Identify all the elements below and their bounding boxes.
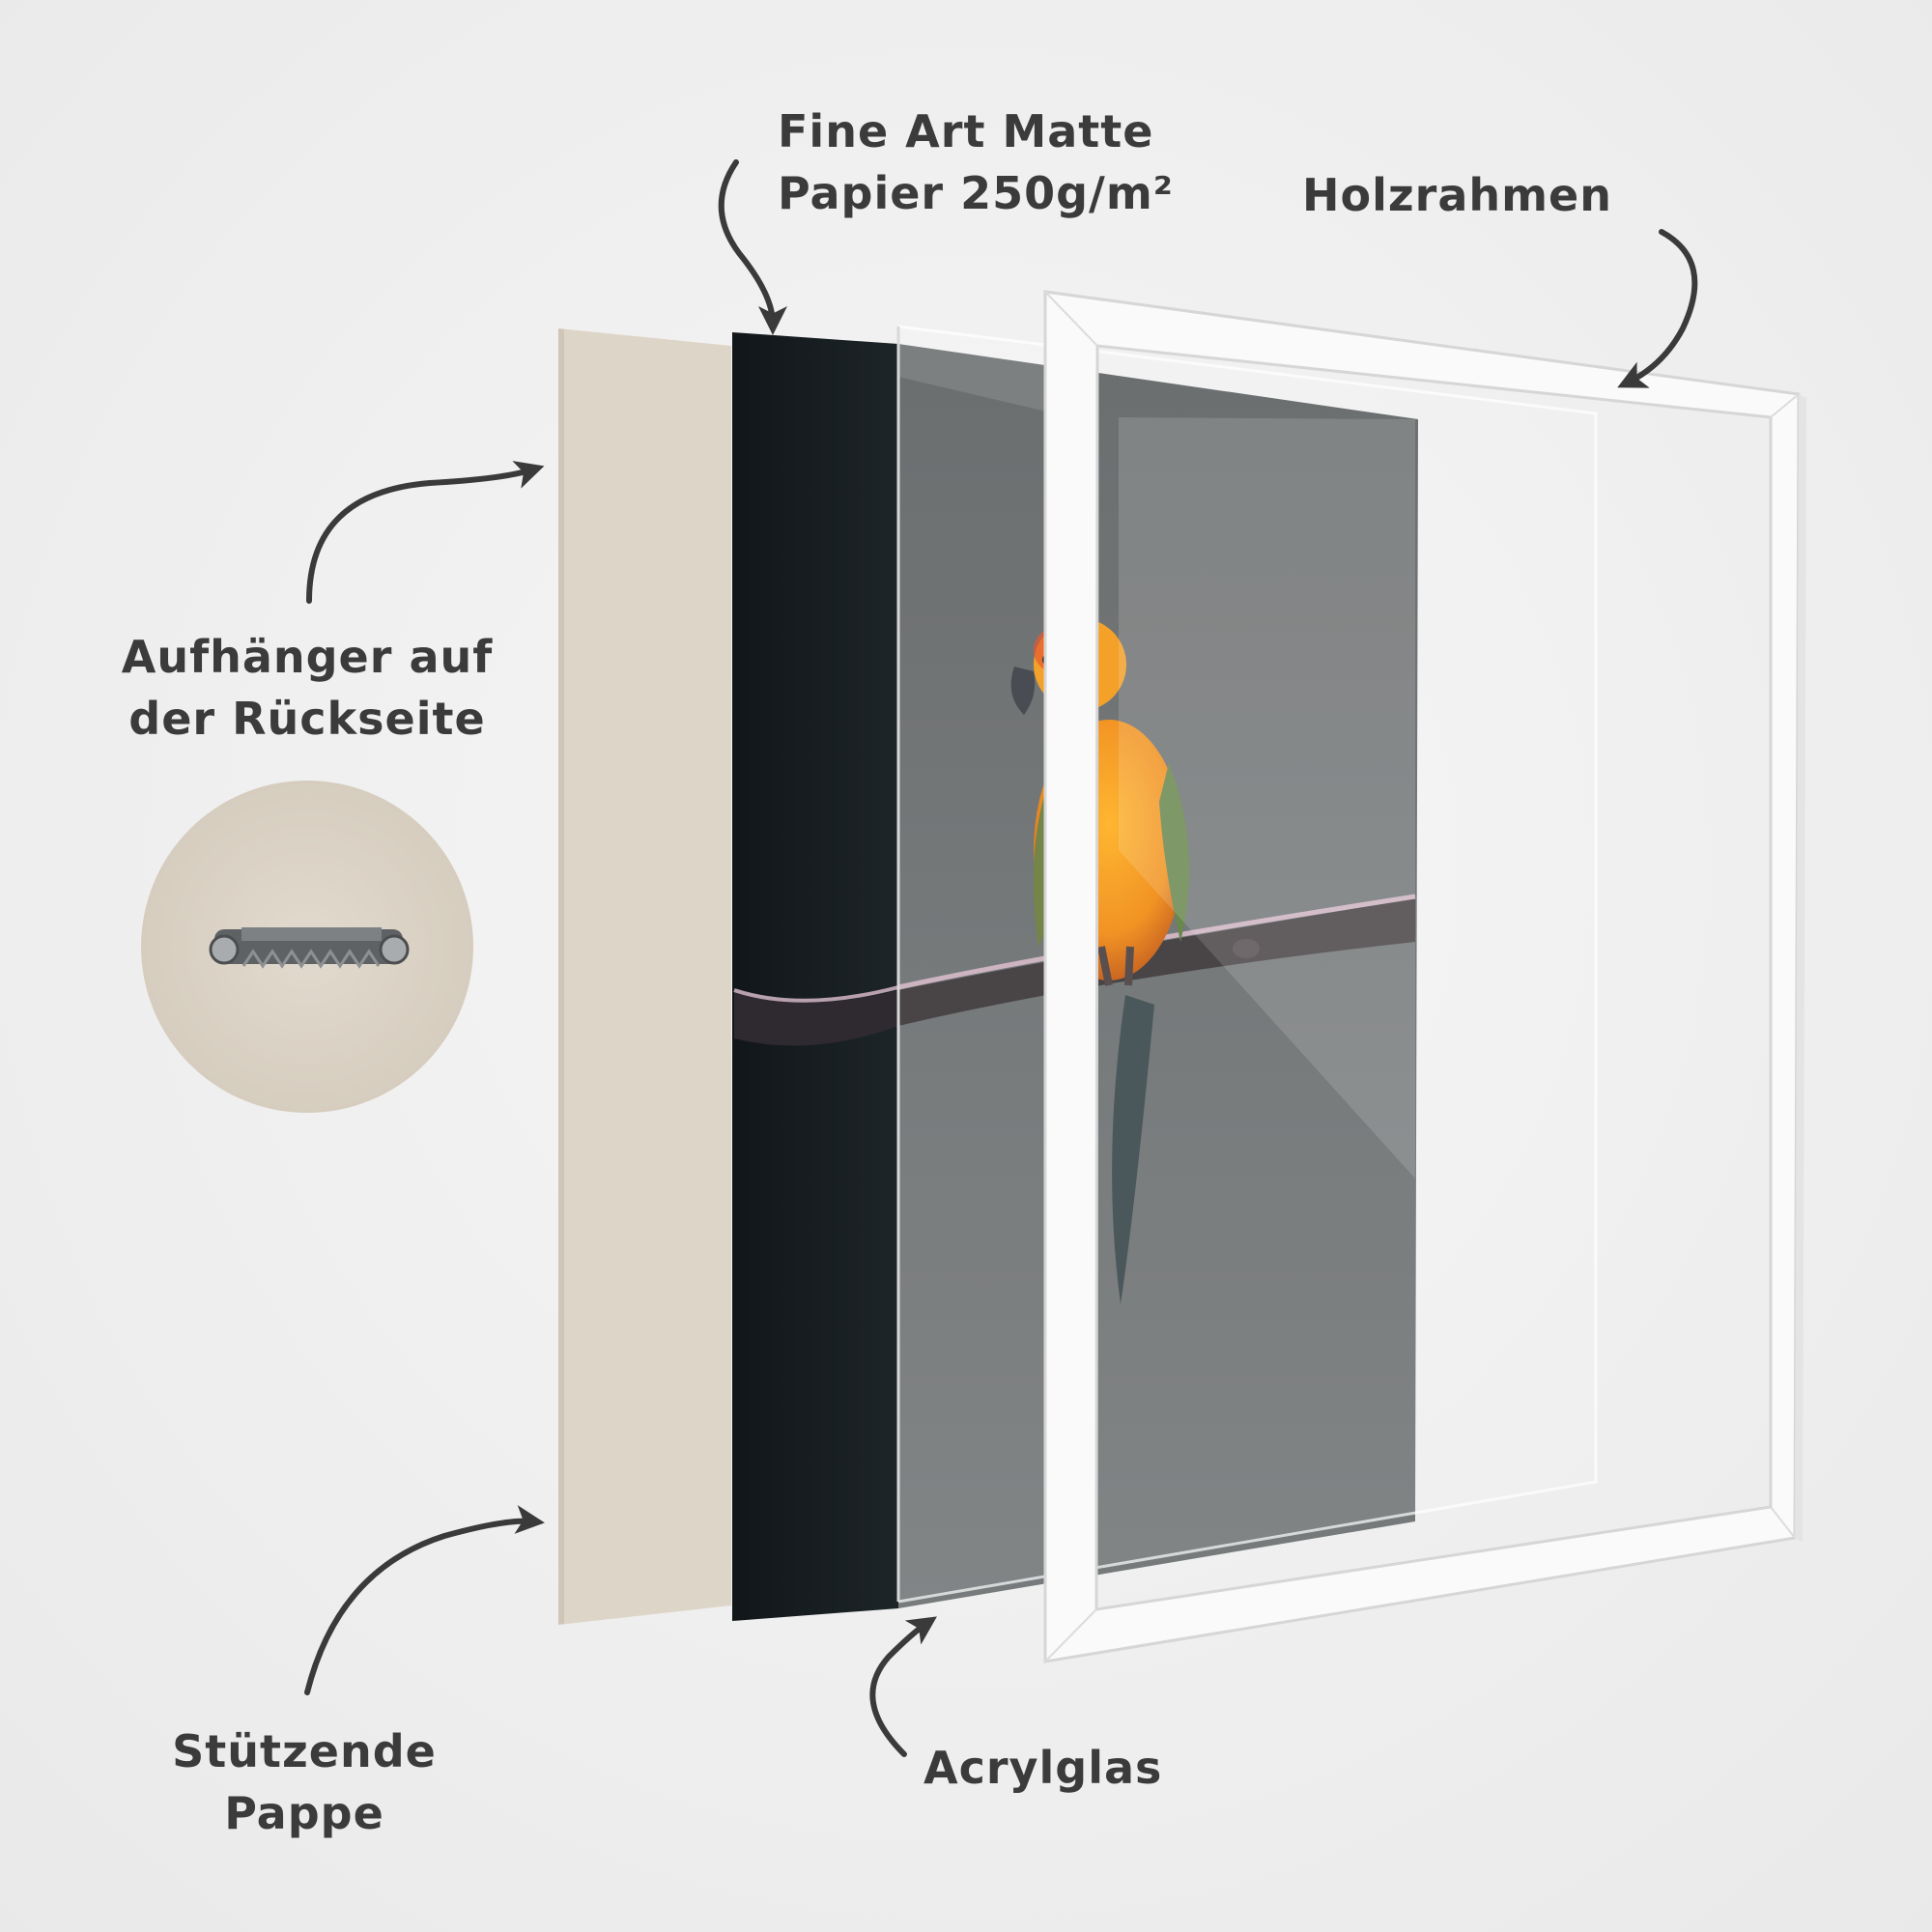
arrow-icon — [1617, 229, 1698, 388]
arrow-icon — [718, 159, 787, 335]
label-acrylic-glass: Acrylglas — [923, 1737, 1162, 1799]
label-wooden-frame: Holzrahmen — [1302, 164, 1612, 226]
sawtooth-hanger-icon — [209, 927, 410, 969]
print-layer — [732, 332, 899, 1621]
wooden-frame-layer — [1043, 290, 1806, 1663]
arrow-icon — [304, 1505, 545, 1695]
label-wooden-frame-text: Holzrahmen — [1302, 169, 1612, 221]
label-supporting-board-line1: Stützende — [172, 1725, 437, 1777]
label-fine-art-paper-line2: Papier 250g/m² — [778, 167, 1174, 219]
label-hanger-line2: der Rückseite — [128, 693, 486, 745]
label-supporting-board: Stützende Pappe — [155, 1720, 454, 1844]
arrows — [304, 159, 1698, 1757]
arrow-icon — [869, 1616, 937, 1757]
arrow-icon — [306, 461, 545, 604]
label-fine-art-paper-line1: Fine Art Matte — [778, 105, 1154, 157]
label-hanger-line1: Aufhänger auf — [121, 631, 494, 683]
label-acrylic-glass-text: Acrylglas — [923, 1742, 1163, 1794]
cardboard-layer — [558, 328, 731, 1625]
acrylic-glass-layer — [896, 325, 1598, 1604]
label-supporting-board-line2: Pappe — [224, 1787, 384, 1839]
label-fine-art-paper: Fine Art Matte Papier 250g/m² — [778, 100, 1174, 224]
hanger-detail — [141, 781, 473, 1113]
label-hanger: Aufhänger auf der Rückseite — [114, 626, 500, 750]
